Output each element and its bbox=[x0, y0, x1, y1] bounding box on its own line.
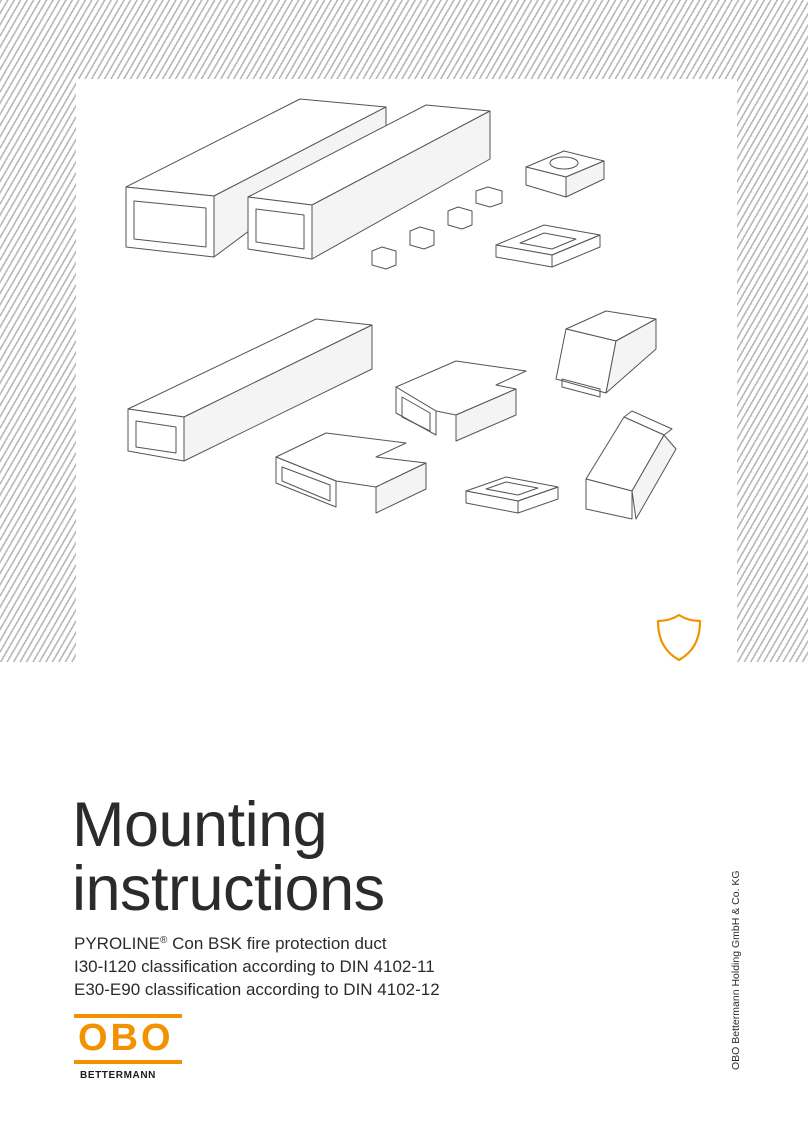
duct-section-2 bbox=[247, 104, 491, 260]
bend-piece-1 bbox=[555, 310, 657, 398]
subtitle-line-3: E30-E90 classification according to DIN … bbox=[74, 980, 440, 999]
cross-piece bbox=[275, 432, 427, 514]
obo-logo: OBO BETTERMANN bbox=[74, 1014, 186, 1086]
brackets bbox=[371, 186, 503, 270]
duct-section-3 bbox=[127, 318, 373, 462]
flat-frame-1 bbox=[495, 224, 601, 268]
logo-company: BETTERMANN bbox=[80, 1070, 156, 1081]
side-company-text: OBO Bettermann Holding GmbH & Co. KG bbox=[730, 870, 742, 1070]
title-line-1: Mounting bbox=[72, 790, 328, 860]
subtitle-line-1: PYROLINE® Con BSK fire protection duct bbox=[74, 932, 440, 955]
logo-brand: OBO bbox=[78, 1017, 174, 1059]
shield-icon bbox=[655, 612, 703, 662]
bend-piece-2 bbox=[585, 410, 677, 520]
registered-mark: ® bbox=[159, 935, 168, 946]
flat-frame-2 bbox=[465, 476, 559, 514]
product-illustration bbox=[76, 79, 737, 662]
title-line-2: instructions bbox=[72, 854, 385, 924]
subtitle: PYROLINE® Con BSK fire protection duct I… bbox=[74, 932, 440, 1001]
logo-bar-bottom bbox=[74, 1060, 182, 1064]
product-description: Con BSK fire protection duct bbox=[167, 934, 387, 953]
subtitle-line-2: I30-I120 classification according to DIN… bbox=[74, 957, 435, 976]
page-title: Mounting instructions bbox=[72, 793, 385, 921]
end-cap-box bbox=[525, 150, 605, 198]
logo-bar-top bbox=[74, 1014, 182, 1018]
product-name: PYROLINE bbox=[74, 934, 160, 953]
tee-piece bbox=[395, 360, 527, 442]
